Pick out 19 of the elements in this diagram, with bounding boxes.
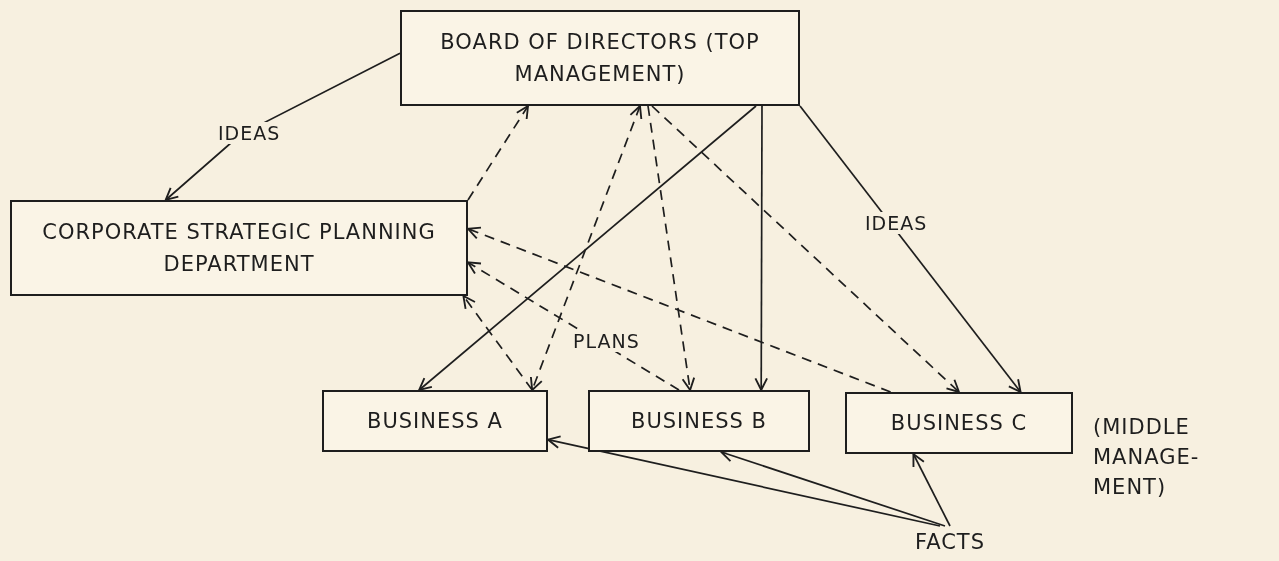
arrow [912,453,951,527]
dashed-arrow [467,226,892,393]
dashed-arrow [462,295,534,391]
side-note: (MIDDLE MANAGE- MENT) [1093,414,1201,501]
arrow [754,105,768,391]
process-box: BUSINESS A [322,390,548,452]
dashed-arrow [467,261,680,391]
arrow [418,105,757,391]
arrow [547,435,941,527]
dashed-arrow [647,105,696,391]
dashed-arrow [651,105,960,393]
process-box: BUSINESS B [588,390,810,452]
process-box: CORPORATE STRATEGIC PLANNING DEPARTMENT [10,200,468,296]
dashed-arrow [467,105,529,201]
arrow [799,105,1022,393]
node-label: FACTS [900,526,1000,558]
process-box: BUSINESS C [845,392,1073,454]
process-box: BOARD OF DIRECTORS (TOP MANAGEMENT) [400,10,800,106]
dashed-arrow [529,105,643,391]
